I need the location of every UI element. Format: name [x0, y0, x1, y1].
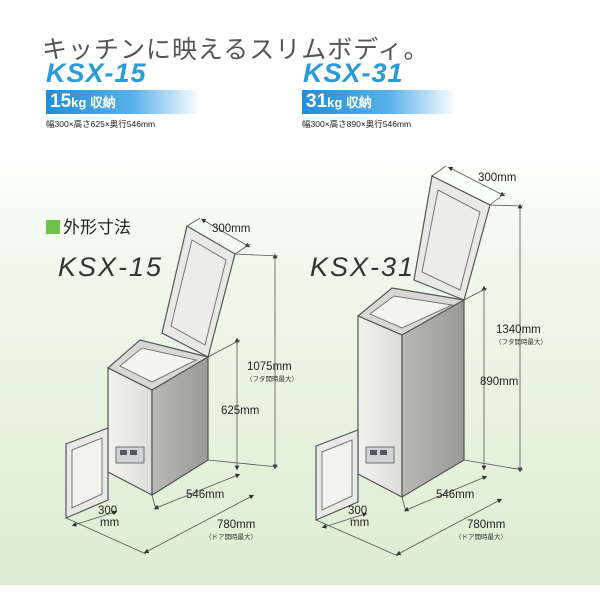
- height-open-label: 1340mm: [496, 324, 541, 336]
- height-open-label: 1075mm: [247, 361, 292, 373]
- model-name-ksx31: KSX-31: [303, 58, 404, 88]
- width-dim-line: [447, 166, 506, 197]
- capacity-badge-ksx15: 15kg 収納: [46, 90, 201, 114]
- door-width-unit: mm: [100, 517, 119, 529]
- diagram-label-ksx15: KSX-15: [58, 252, 164, 282]
- door-width-dim-line: [321, 512, 368, 529]
- door-inner: [71, 437, 103, 509]
- green-square-icon: [46, 220, 60, 234]
- depth-label: 546mm: [186, 489, 224, 501]
- top-opening: [119, 347, 198, 383]
- lid-inner: [170, 239, 227, 346]
- leader-line: [65, 517, 147, 555]
- ksx15-unit: [65, 225, 236, 519]
- capacity-number: 15: [50, 91, 72, 112]
- front-face: [357, 315, 403, 498]
- headline: キッチンに映えるスリムボディ。: [42, 35, 430, 64]
- ksx31-dimensions: [315, 165, 524, 557]
- dims-ksx15: 幅300×高さ625×奥行546mm: [46, 119, 156, 129]
- control-display: [120, 450, 127, 455]
- capacity-unit: kg 収納: [327, 95, 372, 110]
- control-display: [380, 450, 387, 455]
- dims-ksx31: 幅300×高さ890×奥行546mm: [302, 119, 412, 129]
- leader-line: [207, 339, 241, 358]
- capacity-number: 31: [306, 91, 328, 112]
- depth-open-dim-line: [395, 498, 503, 556]
- depth-open-note: （ドア開時最大）: [205, 532, 257, 541]
- diagram-label-ksx31: KSX-31: [310, 252, 416, 282]
- capacity-badge-ksx31: 31kg 収納: [302, 90, 457, 114]
- section-title: 外形寸法: [46, 213, 131, 238]
- height-open-note: （フタ開時最大）: [495, 337, 547, 346]
- height-open-note: （フタ開時最大）: [246, 374, 298, 383]
- control-display: [130, 450, 137, 455]
- height-label: 890mm: [480, 376, 518, 388]
- door-inner: [321, 439, 353, 511]
- capacity-unit: kg 収納: [71, 95, 116, 110]
- front-face: [107, 367, 153, 496]
- leader-line: [315, 519, 399, 557]
- door-width-label: 300: [348, 505, 367, 517]
- control-display: [370, 450, 377, 455]
- leader-line: [431, 165, 447, 177]
- ksx31-unit: [315, 175, 491, 521]
- height-label: 625mm: [221, 405, 259, 417]
- leader-line: [489, 204, 524, 207]
- depth-label: 546mm: [436, 489, 474, 501]
- width-label: 300mm: [478, 172, 516, 184]
- top-opening: [369, 295, 454, 329]
- ksx15-dimensions: [65, 217, 279, 555]
- depth-open-dim-line: [143, 494, 255, 554]
- leader-line: [234, 253, 279, 257]
- leader-line: [234, 243, 251, 255]
- leader-line: [463, 459, 524, 471]
- width-dim-line: [200, 218, 251, 248]
- door-width-dim-line: [71, 510, 118, 527]
- width-label: 300mm: [212, 223, 250, 235]
- model-name-ksx15: KSX-15: [46, 58, 147, 88]
- door-width-label: 300: [98, 505, 117, 517]
- lid-inner: [421, 189, 481, 291]
- leader-line: [151, 494, 157, 511]
- section-title-text: 外形寸法: [63, 218, 131, 238]
- depth-open-note: （ドア開時最大）: [455, 532, 507, 541]
- depth-open-label: 780mm: [467, 519, 505, 531]
- side-face: [401, 298, 465, 499]
- leader-line: [401, 496, 407, 513]
- leader-line: [489, 192, 506, 206]
- door-width-unit: mm: [350, 517, 369, 529]
- leader-line: [186, 217, 201, 227]
- depth-open-label: 780mm: [217, 519, 255, 531]
- leader-line: [207, 459, 279, 468]
- leader-line: [463, 287, 488, 301]
